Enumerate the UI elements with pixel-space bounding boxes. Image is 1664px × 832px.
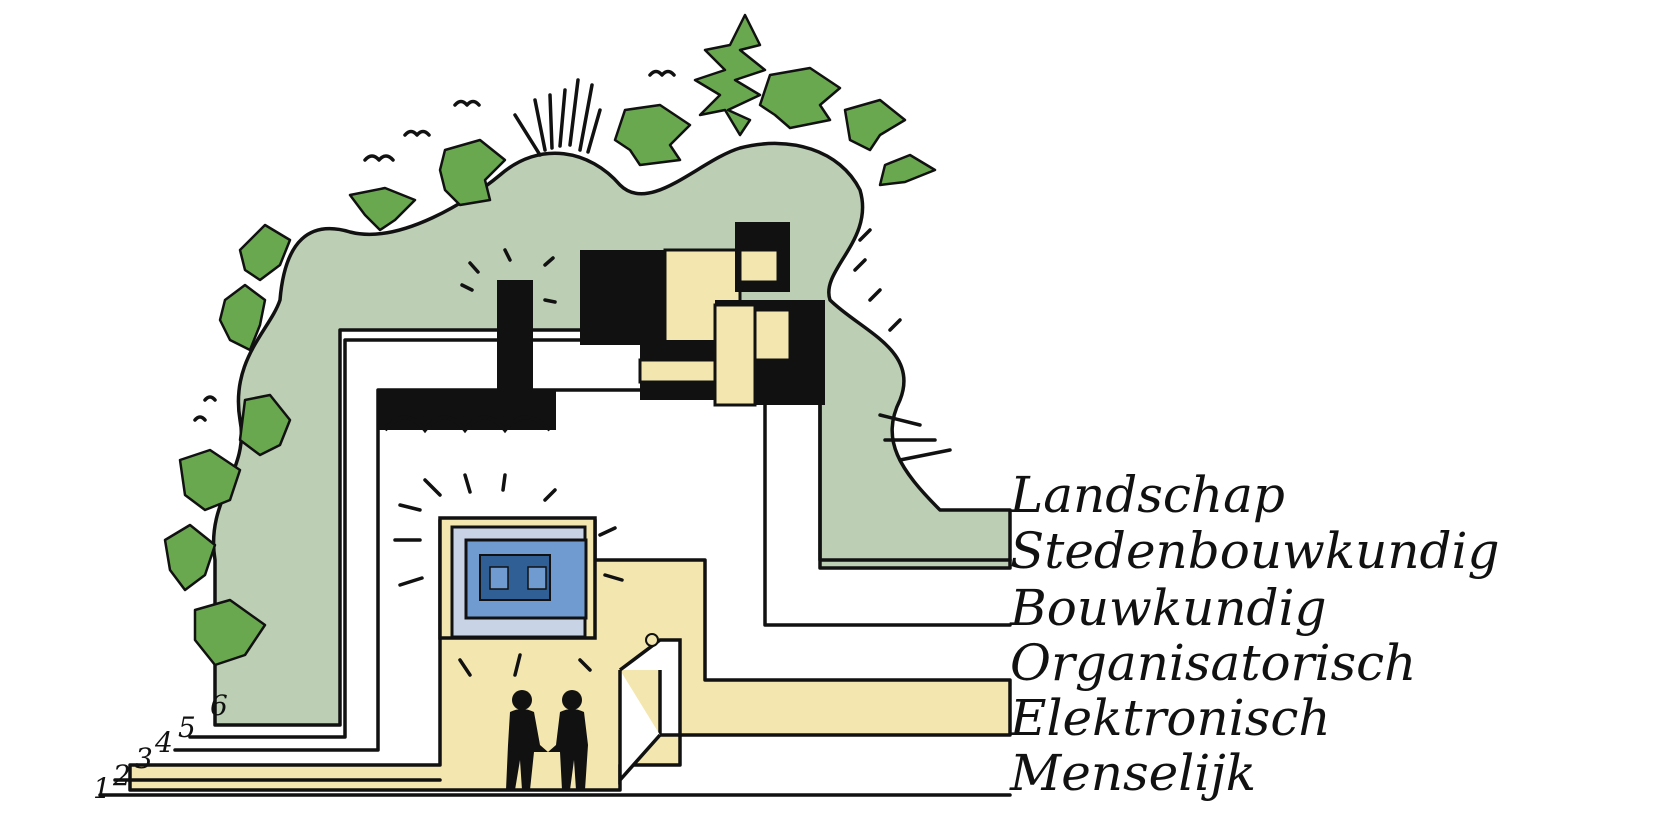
cliff-hatching — [853, 228, 952, 462]
factory-building — [378, 280, 556, 434]
radiance-lines — [460, 248, 557, 304]
layer-number-6: 6 — [210, 689, 228, 722]
people-handshake-icon — [506, 690, 588, 790]
layer-number-3: 3 — [135, 742, 153, 775]
layer-number-1: 1 — [93, 772, 111, 805]
monitor-screen — [438, 516, 597, 640]
layer-label-landschap: Landschap — [1009, 466, 1285, 524]
layer-label-organisatorisch: Organisatorisch — [1010, 634, 1416, 692]
door — [618, 633, 682, 785]
bird-icons — [193, 69, 676, 422]
layer-number-4: 4 — [154, 726, 173, 759]
layer-label-menselijk: Menselijk — [1009, 744, 1256, 802]
layer-label-stedenbouwkundig: Stedenbouwkundig — [1010, 522, 1500, 580]
layer-label-bouwkundig: Bouwkundig — [1009, 579, 1327, 637]
layer-number-5: 5 — [178, 711, 196, 744]
tree-icons — [163, 13, 937, 667]
reeds — [513, 78, 602, 157]
layer-label-elektronisch: Elektronisch — [1009, 689, 1331, 747]
building-block — [580, 222, 825, 407]
layer-number-2: 2 — [112, 759, 131, 792]
screen-glow-lines — [393, 473, 624, 677]
landscape-layer — [211, 141, 1012, 727]
